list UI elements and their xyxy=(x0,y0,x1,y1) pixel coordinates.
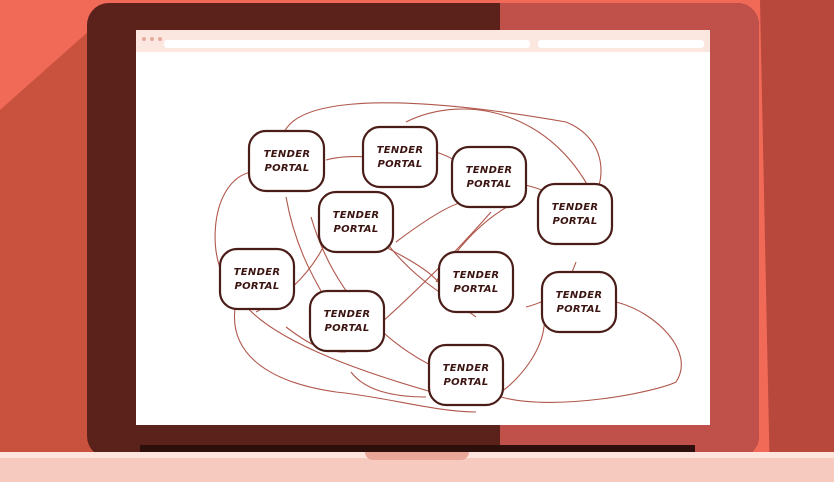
tender-portal-node: TENDER PORTAL xyxy=(361,125,439,189)
browser-content: TENDER PORTAL TENDER PORTAL TENDER PORTA… xyxy=(136,52,710,425)
tender-portal-node: TENDER PORTAL xyxy=(450,145,528,209)
laptop-screen: TENDER PORTAL TENDER PORTAL TENDER PORTA… xyxy=(136,30,710,425)
node-label-line2: PORTAL xyxy=(466,179,511,190)
node-label-line2: PORTAL xyxy=(264,163,309,174)
node-label-line1: TENDER xyxy=(552,202,599,213)
node-label-line1: TENDER xyxy=(453,270,500,281)
connection-line xyxy=(281,102,602,213)
tender-portal-node: TENDER PORTAL xyxy=(540,270,618,334)
node-label-line2: PORTAL xyxy=(333,224,378,235)
tender-portal-node: TENDER PORTAL xyxy=(536,182,614,246)
tender-portal-node: TENDER PORTAL xyxy=(247,129,326,193)
tender-portal-network-diagram: TENDER PORTAL TENDER PORTAL TENDER PORTA… xyxy=(214,102,682,413)
node-label-line1: TENDER xyxy=(377,145,424,156)
connection-line xyxy=(370,211,492,333)
tender-portal-node: TENDER PORTAL xyxy=(437,250,515,314)
search-bar xyxy=(538,40,704,48)
tender-portal-node: TENDER PORTAL xyxy=(218,247,296,311)
minimize-dot-icon xyxy=(150,37,154,41)
maximize-dot-icon xyxy=(158,37,162,41)
node-label-line2: PORTAL xyxy=(552,216,597,227)
laptop-base-notch xyxy=(365,452,469,460)
node-label-line2: PORTAL xyxy=(443,377,488,388)
node-label-line1: TENDER xyxy=(264,149,311,160)
node-label-line2: PORTAL xyxy=(453,284,498,295)
connection-line xyxy=(500,301,545,393)
node-label-line1: TENDER xyxy=(333,210,380,221)
node-label-line2: PORTAL xyxy=(324,323,369,334)
connection-line xyxy=(350,371,427,398)
window-controls xyxy=(142,37,162,41)
browser-toolbar xyxy=(136,30,710,52)
address-bar xyxy=(164,40,530,48)
node-label-line2: PORTAL xyxy=(556,304,601,315)
node-label-line1: TENDER xyxy=(443,363,490,374)
laptop-hinge xyxy=(140,445,695,453)
node-label-line1: TENDER xyxy=(234,267,281,278)
background-shadow-left xyxy=(0,30,100,460)
node-label-line2: PORTAL xyxy=(377,159,422,170)
connection-line xyxy=(395,201,467,243)
node-label-line1: TENDER xyxy=(324,309,371,320)
tender-portal-node: TENDER PORTAL xyxy=(317,190,395,254)
node-label-line1: TENDER xyxy=(466,165,513,176)
tender-portal-node: TENDER PORTAL xyxy=(427,343,505,407)
close-dot-icon xyxy=(142,37,146,41)
connection-line xyxy=(405,108,597,203)
tender-portal-node: TENDER PORTAL xyxy=(308,289,386,353)
connection-line xyxy=(500,301,682,403)
node-label-line1: TENDER xyxy=(556,290,603,301)
node-label-line2: PORTAL xyxy=(234,281,279,292)
connection-line xyxy=(234,301,477,413)
